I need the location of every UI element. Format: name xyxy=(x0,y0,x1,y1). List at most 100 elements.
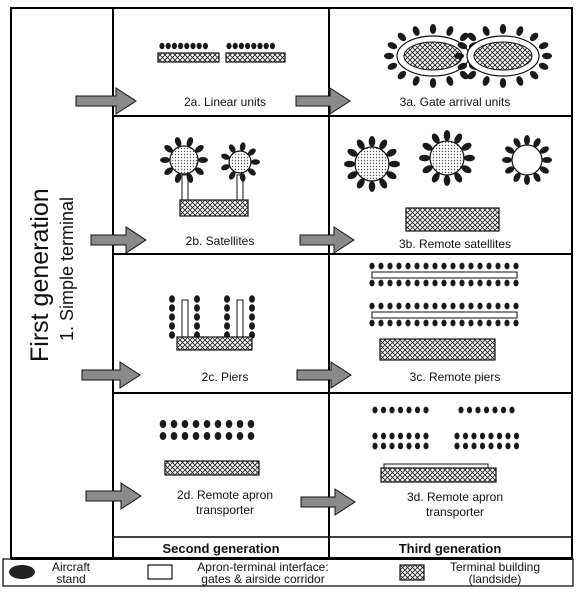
legend-interface-line2: gates & airside corridor xyxy=(201,572,325,586)
aircraft-stand-icon xyxy=(500,406,507,414)
aircraft-stand-icon xyxy=(389,442,395,450)
aircraft-stand-icon xyxy=(414,279,420,287)
aircraft-stand-icon xyxy=(414,442,421,450)
aircraft-stand-icon xyxy=(466,406,473,414)
aircraft-stand-icon xyxy=(190,42,196,50)
arrow-icon xyxy=(75,87,137,115)
aircraft-stand-icon xyxy=(529,70,539,80)
aircraft-stand-icon xyxy=(504,319,510,327)
caption-3d-line2: transporter xyxy=(425,505,485,519)
aircraft-stand-icon xyxy=(488,432,494,440)
aircraft-stand-icon xyxy=(441,279,447,287)
caption-3a: 3a. Gate arrival units xyxy=(399,95,511,109)
aircraft-stand-icon xyxy=(405,262,411,270)
aircraft-stand-icon xyxy=(247,420,255,428)
aircraft-stand-icon xyxy=(414,302,420,310)
aircraft-stand-icon xyxy=(170,420,178,428)
aircraft-stand-icon xyxy=(431,172,440,183)
aircraft-stand-icon xyxy=(356,178,365,189)
aircraft-stand-icon xyxy=(471,442,477,450)
column-header-third-generation: Third generation xyxy=(398,541,502,556)
aircraft-stand-icon xyxy=(169,313,175,321)
aircraft-stand-icon xyxy=(432,319,438,327)
aircraft-stand-icon xyxy=(479,442,486,450)
aircraft-stand-icon xyxy=(203,420,211,428)
corridor-icon xyxy=(181,299,189,339)
aircraft-stand-icon xyxy=(387,262,393,270)
arrows xyxy=(75,87,356,516)
aircraft-stand-icon xyxy=(446,76,454,86)
column-header-second-generation: Second generation xyxy=(162,541,280,556)
aircraft-stand-icon xyxy=(443,130,451,141)
caption-2c: 2c. Piers xyxy=(201,370,249,384)
aircraft-stand-icon xyxy=(471,432,477,440)
aircraft-stand-icon xyxy=(538,42,549,50)
aircraft-stand-icon xyxy=(178,42,184,50)
aircraft-stand-icon xyxy=(429,78,437,88)
aircraft-stand-icon xyxy=(397,70,407,80)
aircraft-stand-icon xyxy=(221,153,230,160)
terminal-building-icon xyxy=(403,41,463,71)
aircraft-stand-icon xyxy=(450,302,456,310)
aircraft-stand-icon xyxy=(459,262,465,270)
aircraft-stand-icon xyxy=(406,442,412,450)
terminal-building-icon xyxy=(399,564,425,581)
aircraft-stand-icon xyxy=(513,302,519,310)
aircraft-stand-icon xyxy=(513,432,520,440)
aircraft-stand-icon xyxy=(186,173,194,183)
aircraft-stand-icon xyxy=(169,304,175,312)
aircraft-stand-icon xyxy=(414,432,421,440)
aircraft-stand-icon xyxy=(224,322,230,330)
aircraft-stand-icon xyxy=(397,442,404,450)
terminal-building-icon xyxy=(179,199,249,217)
arrow-icon xyxy=(300,488,356,516)
simple-terminal-label: 1. Simple terminal xyxy=(57,196,77,341)
aircraft-stand-icon xyxy=(432,279,438,287)
aircraft-stand-icon xyxy=(457,62,468,70)
aircraft-stand-icon xyxy=(509,406,515,414)
aircraft-stand-icon xyxy=(524,175,530,185)
aircraft-stand-icon xyxy=(461,142,472,151)
aircraft-stand-icon xyxy=(214,432,222,440)
aircraft-stand-icon xyxy=(347,148,358,157)
corridor-icon xyxy=(236,299,244,339)
aircraft-stand-icon xyxy=(446,26,454,36)
aircraft-stand-icon xyxy=(419,154,430,162)
terminal-building-icon xyxy=(164,460,260,476)
aircraft-and-terminal-shapes xyxy=(157,24,552,483)
arrow-icon xyxy=(295,87,351,115)
aircraft-stand-icon xyxy=(495,279,501,287)
aircraft-stand-icon xyxy=(422,142,433,151)
aircraft-stand-icon xyxy=(181,432,189,440)
aircraft-stand-icon xyxy=(492,406,498,414)
aircraft-stand-icon xyxy=(414,406,421,414)
aircraft-stand-icon xyxy=(238,42,244,50)
aircraft-stand-icon xyxy=(159,420,167,428)
aircraft-stand-icon xyxy=(538,62,549,70)
interface-icon xyxy=(147,564,173,580)
aircraft-stand-icon xyxy=(450,262,456,270)
satellite-icon xyxy=(169,145,199,175)
aircraft-stand-icon xyxy=(247,148,256,156)
aircraft-stand-icon xyxy=(194,313,200,321)
aircraft-stand-icon xyxy=(249,322,255,330)
aircraft-stand-icon xyxy=(495,262,501,270)
aircraft-stand-icon xyxy=(423,302,429,310)
aircraft-stand-icon xyxy=(467,70,477,80)
aircraft-stand-icon xyxy=(164,167,174,175)
aircraft-stand-icon xyxy=(194,167,204,175)
aircraft-stand-icon xyxy=(468,279,474,287)
aircraft-stand-icon xyxy=(431,133,440,144)
aircraft-stand-icon xyxy=(368,181,376,192)
satellite-icon xyxy=(228,150,252,174)
aircraft-stand-icon xyxy=(159,432,167,440)
aircraft-stand-icon xyxy=(181,420,189,428)
aircraft-stand-icon xyxy=(396,262,402,270)
aircraft-stand-icon xyxy=(9,565,35,579)
aircraft-stand-icon xyxy=(174,173,182,183)
aircraft-stand-icon xyxy=(387,42,398,50)
aircraft-stand-icon xyxy=(347,171,358,180)
aircraft-stand-icon xyxy=(194,322,200,330)
aircraft-stand-icon xyxy=(454,133,463,144)
